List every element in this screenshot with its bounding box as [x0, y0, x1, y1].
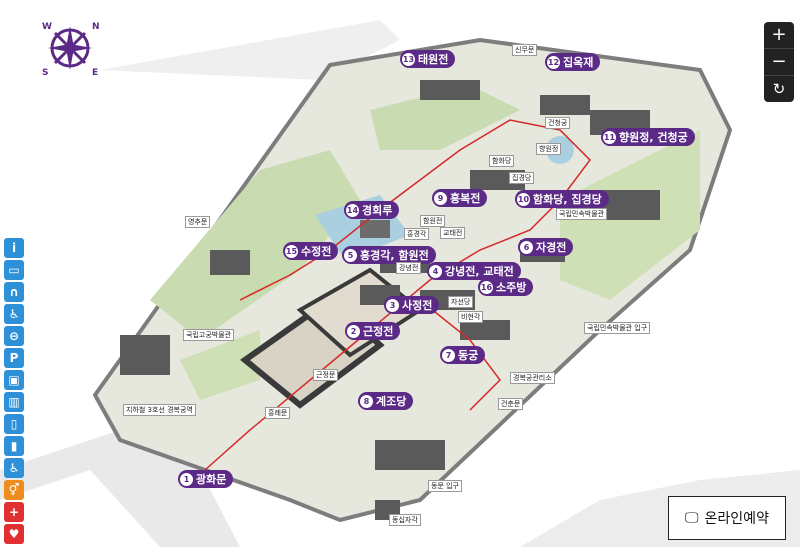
site-name: 향원정, 건청궁 — [619, 131, 688, 144]
site-name: 집옥재 — [563, 56, 594, 69]
site-name: 동궁 — [458, 349, 479, 362]
compass-s: S — [42, 68, 49, 78]
site-name: 경회루 — [362, 204, 393, 217]
site-number: 5 — [344, 248, 357, 262]
site-number: 10 — [517, 192, 530, 206]
facility-legend: i▭∩♿⊖P▣▥▯▮♿⚥+♥ — [4, 238, 26, 546]
map-label: 신무문 — [512, 44, 538, 56]
site-number: 1 — [180, 472, 193, 486]
site-name: 사정전 — [402, 299, 433, 312]
zoom-in-button[interactable]: + — [764, 22, 794, 49]
map-label: 흥례문 — [265, 407, 291, 419]
site-name: 자경전 — [536, 241, 567, 254]
site-number: 13 — [402, 52, 415, 66]
site-name: 소주방 — [496, 281, 527, 294]
site-number: 8 — [360, 394, 373, 408]
map-label: 동문 입구 — [428, 480, 462, 492]
parking-icon[interactable]: P — [4, 348, 24, 368]
map-label: 영추문 — [185, 216, 211, 228]
cafe-icon[interactable]: ▮ — [4, 436, 24, 456]
site-name: 근정전 — [363, 325, 394, 338]
map-label: 집경당 — [509, 172, 535, 184]
map-label: 흥경각 — [404, 228, 430, 240]
map-label: 함원전 — [420, 215, 446, 227]
map-label: 함화당 — [489, 155, 515, 167]
drinking-fountain-icon[interactable]: ▯ — [4, 414, 24, 434]
site-name: 수정전 — [301, 245, 332, 258]
accessible-toilet-icon[interactable]: ♿ — [4, 458, 24, 478]
compass-w: W — [42, 22, 52, 32]
gift-shop-icon[interactable]: ▣ — [4, 370, 24, 390]
map-label: 자선당 — [448, 296, 474, 308]
site-number: 12 — [547, 55, 560, 69]
reset-view-button[interactable]: ↻ — [772, 80, 786, 98]
site-name: 함화당, 집경당 — [533, 193, 602, 206]
stroller-icon[interactable]: ⊖ — [4, 326, 24, 346]
site-number: 3 — [386, 298, 399, 312]
site-name: 강녕전, 교태전 — [445, 265, 514, 278]
zoom-out-button[interactable]: − — [764, 49, 794, 76]
site-name: 흥복전 — [450, 192, 481, 205]
restroom-icon[interactable]: ⚥ — [4, 480, 24, 500]
map-label: 비현각 — [458, 311, 484, 323]
aed-icon[interactable]: ♥ — [4, 524, 24, 544]
site-number: 2 — [347, 324, 360, 338]
online-reservation-button[interactable]: 🖵 온라인예약 — [668, 496, 786, 540]
site-name: 태원전 — [418, 53, 449, 66]
site-number: 6 — [520, 240, 533, 254]
audio-guide-icon[interactable]: ∩ — [4, 282, 24, 302]
compass-e: E — [92, 68, 99, 78]
map-label: 경복궁관리소 — [510, 372, 555, 384]
site-number: 4 — [429, 264, 442, 278]
monitor-icon: 🖵 — [685, 510, 699, 526]
map-label: 근정문 — [313, 369, 339, 381]
ticket-icon[interactable]: ▭ — [4, 260, 24, 280]
map-label: 동십자각 — [389, 514, 421, 526]
site-name: 계조당 — [376, 395, 407, 408]
site-name: 광화문 — [196, 473, 227, 486]
wheelchair-icon[interactable]: ♿ — [4, 304, 24, 324]
site-number: 11 — [603, 130, 616, 144]
site-number: 15 — [285, 244, 298, 258]
site-number: 14 — [346, 203, 359, 217]
compass-n: N — [92, 22, 100, 32]
map-label: 지하철 3호선 경복궁역 — [123, 404, 196, 416]
compass-icon: N E S W — [40, 18, 100, 78]
map-label: 향원정 — [536, 143, 562, 155]
site-number: 16 — [480, 280, 493, 294]
map-label: 국립민속박물관 — [556, 208, 608, 220]
map-label: 강녕전 — [396, 262, 422, 274]
map-label: 국립고궁박물관 — [183, 329, 235, 341]
online-reservation-label: 온라인예약 — [704, 511, 769, 527]
site-name: 흥경각, 함원전 — [360, 249, 429, 262]
info-icon[interactable]: i — [4, 238, 24, 258]
map-label: 국립민속박물관 입구 — [584, 322, 651, 334]
map-label: 교태전 — [440, 227, 466, 239]
zoom-controls: + − ↻ — [764, 22, 794, 102]
locker-icon[interactable]: ▥ — [4, 392, 24, 412]
map-label: 건청궁 — [545, 117, 571, 129]
first-aid-icon[interactable]: + — [4, 502, 24, 522]
site-number: 9 — [434, 191, 447, 205]
map-label: 건춘문 — [498, 398, 524, 410]
site-number: 7 — [442, 348, 455, 362]
